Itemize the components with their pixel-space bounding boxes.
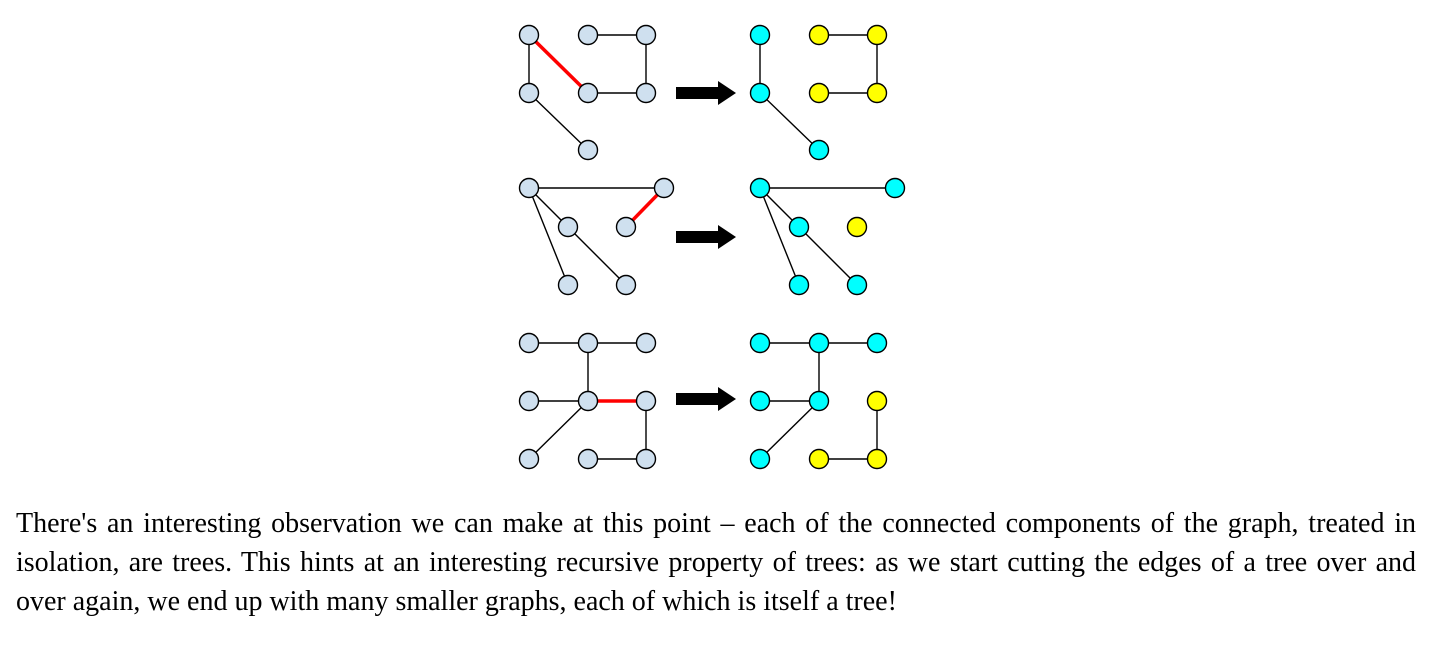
- node-before-3-d: [518, 390, 540, 412]
- node-after-3-a: [749, 332, 771, 354]
- edge-after-2-cf: [798, 226, 858, 286]
- node-after-3-h: [808, 448, 830, 470]
- node-before-2-b: [653, 177, 675, 199]
- node-before-2-c: [557, 216, 579, 238]
- node-after-2-f: [846, 274, 868, 296]
- node-after-3-f: [866, 390, 888, 412]
- node-after-1-c: [866, 24, 888, 46]
- node-before-2-f: [615, 274, 637, 296]
- node-before-3-i: [635, 448, 657, 470]
- node-before-1-a: [518, 24, 540, 46]
- edge-before-3-eg: [528, 400, 589, 460]
- body-paragraph: There's an interesting observation we ca…: [16, 508, 1416, 617]
- node-before-2-d: [615, 216, 637, 238]
- node-after-1-g: [808, 139, 830, 161]
- node-before-2-a: [518, 177, 540, 199]
- graph-cut-diagram: [518, 24, 906, 470]
- node-before-3-a: [518, 332, 540, 354]
- node-before-3-g: [518, 448, 540, 470]
- node-after-2-a: [749, 177, 771, 199]
- node-before-1-d: [518, 82, 540, 104]
- node-before-3-h: [577, 448, 599, 470]
- node-after-1-d: [749, 82, 771, 104]
- edge-before-1-dg: [528, 92, 589, 151]
- node-before-1-e: [577, 82, 599, 104]
- node-before-3-f: [635, 390, 657, 412]
- node-after-3-g: [749, 448, 771, 470]
- node-before-1-f: [635, 82, 657, 104]
- node-before-3-b: [577, 332, 599, 354]
- node-after-2-b: [884, 177, 906, 199]
- node-after-2-c: [788, 216, 810, 238]
- edge-before-2-cf: [567, 226, 627, 286]
- cut-edge-1: [527, 33, 590, 95]
- node-after-2-d: [846, 216, 868, 238]
- node-before-3-c: [635, 332, 657, 354]
- node-after-3-c: [866, 332, 888, 354]
- node-before-1-c: [635, 24, 657, 46]
- node-after-3-b: [808, 332, 830, 354]
- edge-after-2-ae: [759, 187, 800, 286]
- arrow-icon: [676, 81, 736, 105]
- node-after-1-b: [808, 24, 830, 46]
- arrow-icon: [676, 225, 736, 249]
- node-after-3-d: [749, 390, 771, 412]
- arrow-icon: [676, 387, 736, 411]
- node-before-3-e: [577, 390, 599, 412]
- node-after-3-i: [866, 448, 888, 470]
- edge-after-3-eg: [759, 400, 820, 460]
- node-after-1-e: [808, 82, 830, 104]
- node-before-1-g: [577, 139, 599, 161]
- edge-after-1-dg: [759, 92, 820, 151]
- node-before-1-b: [577, 24, 599, 46]
- node-after-1-f: [866, 82, 888, 104]
- node-after-1-a: [749, 24, 771, 46]
- node-before-2-e: [557, 274, 579, 296]
- node-after-3-e: [808, 390, 830, 412]
- edge-before-2-ae: [528, 187, 569, 286]
- node-after-2-e: [788, 274, 810, 296]
